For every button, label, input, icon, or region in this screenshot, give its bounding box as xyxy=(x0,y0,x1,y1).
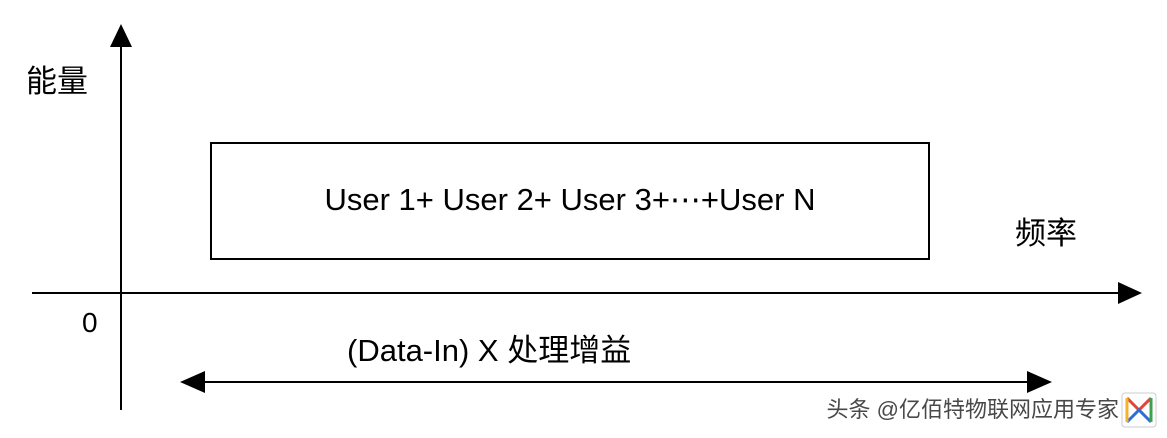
y-axis-arrowhead xyxy=(110,24,132,47)
combined-signal-box: User 1+ User 2+ User 3+⋯+User N xyxy=(210,142,930,260)
x-axis-arrowhead xyxy=(1118,282,1142,304)
origin-label: 0 xyxy=(82,307,98,338)
bandwidth-arrow-right-head xyxy=(1027,371,1052,393)
x-axis-label: 频率 xyxy=(1015,216,1077,251)
combined-signal-label: User 1+ User 2+ User 3+⋯+User N xyxy=(324,181,816,217)
watermark-logo-icon xyxy=(1121,392,1157,428)
bandwidth-label: (Data-In) X 处理增益 xyxy=(347,333,632,368)
y-axis-label: 能量 xyxy=(26,64,88,99)
watermark: 头条 @亿佰特物联网应用专家 xyxy=(827,392,1157,428)
bandwidth-arrow-left-head xyxy=(180,371,205,393)
watermark-text: 头条 @亿佰特物联网应用专家 xyxy=(826,397,1119,422)
